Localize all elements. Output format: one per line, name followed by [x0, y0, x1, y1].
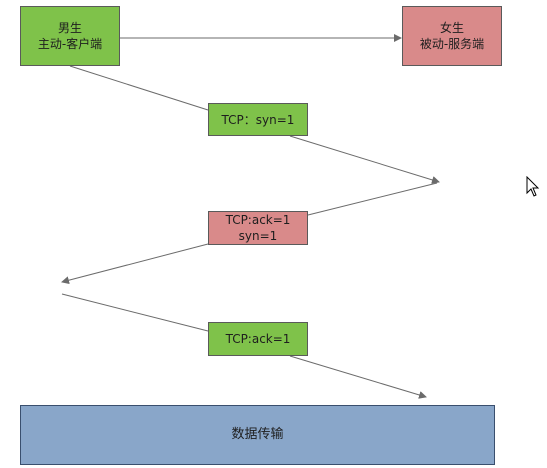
syn-line-upper	[69, 65, 209, 111]
synack-message-box: TCP:ack=1 syn=1	[208, 211, 308, 245]
client-box: 男生 主动-客户端	[20, 6, 120, 66]
mouse-pointer-icon	[526, 176, 540, 197]
synack-line-upper	[307, 182, 438, 216]
server-subtitle: 被动-服务端	[419, 37, 485, 51]
synack-label-line2: syn=1	[238, 229, 278, 243]
syn-arrow	[289, 135, 440, 184]
server-box: 女生 被动-服务端	[402, 6, 502, 66]
ack-line-upper	[61, 293, 209, 332]
syn-label: TCP：syn=1	[221, 112, 295, 127]
data-transfer-box: 数据传输	[20, 405, 495, 465]
syn-message-box: TCP：syn=1	[208, 103, 308, 136]
server-title: 女生	[439, 21, 464, 35]
ack-arrow	[289, 355, 427, 399]
synack-label-line1: TCP:ack=1	[225, 213, 291, 227]
client-title: 男生	[57, 21, 82, 35]
client-subtitle: 主动-客户端	[37, 37, 103, 51]
ack-message-box: TCP:ack=1	[208, 322, 308, 356]
ack-label: TCP:ack=1	[225, 332, 291, 346]
synack-arrow	[61, 243, 209, 285]
data-transfer-label: 数据传输	[231, 427, 284, 442]
